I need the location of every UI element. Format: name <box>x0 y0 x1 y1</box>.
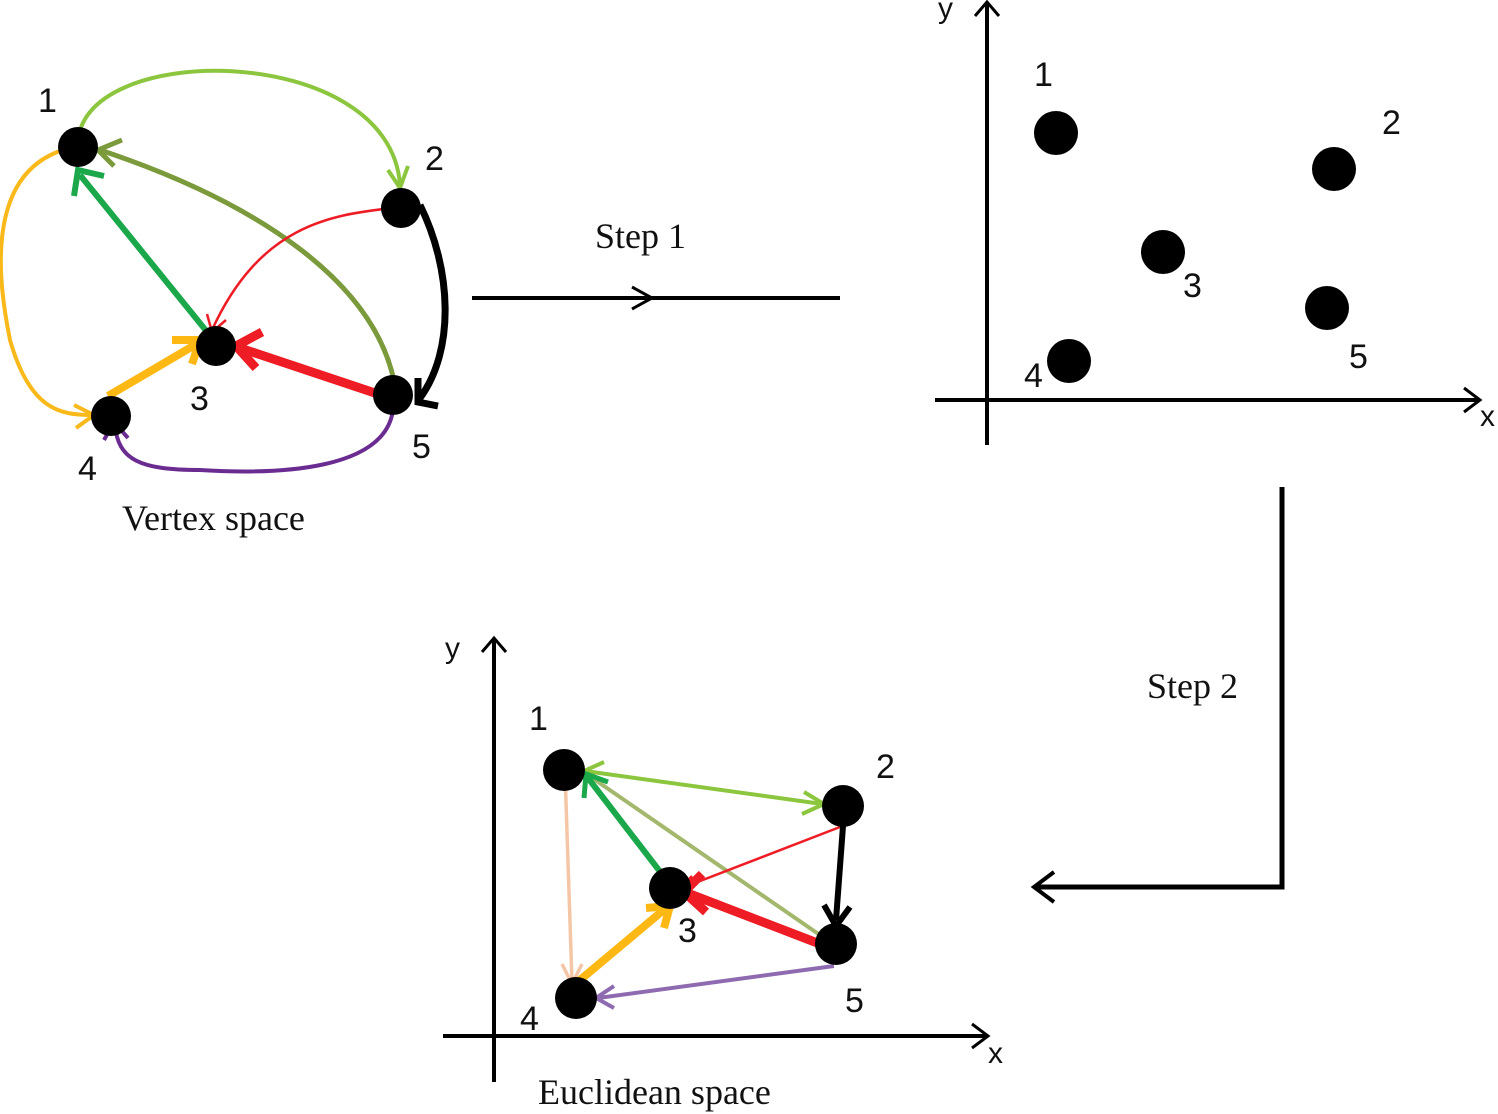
vertex-node-4 <box>91 396 131 436</box>
edge-2-5-head <box>414 378 439 410</box>
euclidean-node-5 <box>815 923 857 965</box>
intermediate-node-4 <box>1047 339 1091 383</box>
euclidean-node-2 <box>822 785 864 827</box>
vertex-node-1 <box>58 127 98 167</box>
edge-1-4 <box>0 146 93 417</box>
intermediate-node-5 <box>1305 286 1349 330</box>
euc-edge-5-1 <box>586 773 832 944</box>
euc-edge-3-1 <box>585 776 671 884</box>
euclidean-space-panel: y x 1 2 3 4 5 Euclidean space <box>443 632 1003 1112</box>
intermediate-node-3 <box>1141 230 1185 274</box>
euclidean-label-4: 4 <box>520 1000 539 1038</box>
step2-label: Step 2 <box>1147 666 1238 706</box>
euclidean-label-5: 5 <box>845 982 864 1020</box>
euc-edge-5-3 <box>688 889 822 949</box>
euc-edge-1-4-peach <box>563 771 574 983</box>
vertex-label-4: 4 <box>78 450 97 488</box>
intermediate-panel: y x 1 2 3 4 5 <box>935 0 1495 445</box>
intermediate-label-3: 3 <box>1183 267 1202 305</box>
edge-3-1-head <box>71 166 105 197</box>
euclidean-label-3: 3 <box>678 912 697 950</box>
edge-2-3 <box>210 206 393 331</box>
euclidean-label-1: 1 <box>529 700 548 738</box>
vertex-label-5: 5 <box>412 428 431 466</box>
intermediate-node-2 <box>1312 147 1356 191</box>
intermediate-label-5: 5 <box>1349 338 1368 376</box>
step2-arrow: Step 2 <box>1030 487 1285 904</box>
euc-edge-2-3 <box>681 825 841 890</box>
vertex-label-3: 3 <box>190 380 209 418</box>
euc-edge-2-5 <box>833 825 846 921</box>
euc-edge-4-3 <box>577 904 669 984</box>
euclidean-label-2: 2 <box>876 748 895 786</box>
euclidean-node-1 <box>543 749 585 791</box>
step1-arrow: Step 1 <box>472 216 840 311</box>
edge-1-2-head <box>386 165 410 193</box>
step1-label: Step 1 <box>595 216 686 256</box>
vertex-node-5 <box>373 375 413 415</box>
euclidean-node-4 <box>555 977 597 1019</box>
edge-4-3 <box>105 338 203 400</box>
euc-edge-5-4 <box>597 964 835 1000</box>
euclidean-space-caption: Euclidean space <box>538 1072 771 1112</box>
vertex-node-3 <box>196 326 236 366</box>
euclidean-y-label: y <box>445 632 460 665</box>
edge-3-1 <box>77 173 215 340</box>
intermediate-node-1 <box>1034 111 1078 155</box>
vertex-space-panel: 1 2 3 4 5 Vertex space <box>0 68 449 538</box>
vertex-label-2: 2 <box>425 140 444 178</box>
intermediate-label-1: 1 <box>1034 56 1053 94</box>
edge-1-2 <box>75 68 402 186</box>
vertex-node-2 <box>381 188 421 228</box>
vertex-label-1: 1 <box>38 82 57 120</box>
euc-edge-1-2 <box>584 769 823 806</box>
euclidean-x-label: x <box>988 1037 1003 1070</box>
intermediate-label-4: 4 <box>1024 357 1043 395</box>
vertex-space-caption: Vertex space <box>122 498 305 538</box>
edge-5-1 <box>99 147 399 393</box>
intermediate-y-label: y <box>938 0 953 25</box>
intermediate-x-label: x <box>1480 400 1495 433</box>
intermediate-label-2: 2 <box>1382 104 1401 142</box>
edge-5-4 <box>113 409 395 474</box>
edge-5-1-head <box>93 137 123 168</box>
edge-5-3 <box>238 343 386 401</box>
edge-2-5 <box>416 203 449 401</box>
euclidean-node-3 <box>649 867 691 909</box>
